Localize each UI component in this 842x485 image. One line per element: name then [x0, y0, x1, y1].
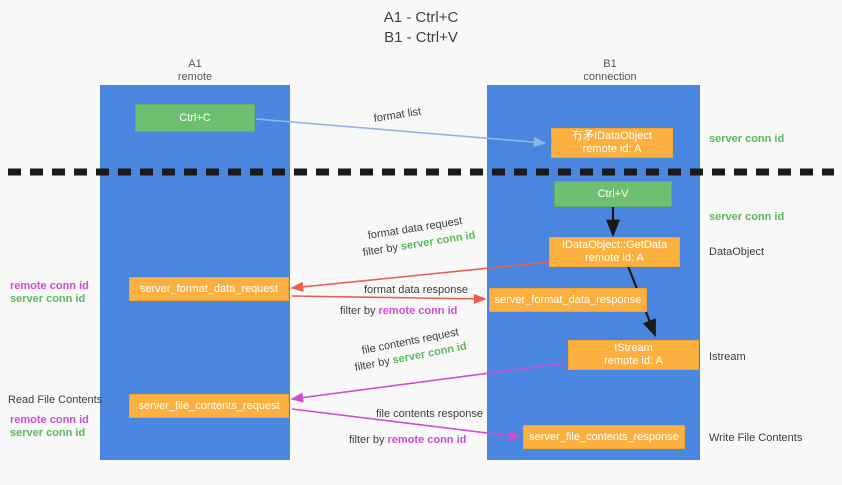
title-line-2: B1 - Ctrl+V	[384, 29, 458, 46]
column-header-b1-sub: connection	[583, 71, 637, 83]
right-label-server-conn-id-mid: server conn id	[709, 211, 785, 223]
box-ctrl-v-label: Ctrl+V	[597, 187, 629, 200]
column-header-a1-sub: remote	[177, 71, 213, 83]
column-header-a1-name: A1	[188, 58, 202, 70]
column-header-b1: B1 connection	[550, 58, 670, 84]
box-server-format-data-response[interactable]: server_format_data_response	[489, 288, 647, 312]
left-label-server-conn-id-2: server conn id	[10, 427, 86, 439]
box-ctrl-c[interactable]: Ctrl+C	[135, 104, 255, 132]
box-istream-line2: remote id: A	[604, 355, 663, 367]
box-idataobject-getdata[interactable]: IDataObject::GetData remote id: A	[549, 237, 680, 267]
filter-by-prefix: filter by	[353, 354, 394, 374]
box-register-idataobject-line2: remote id: A	[582, 143, 642, 155]
box-server-format-data-request[interactable]: server_format_data_request	[129, 277, 289, 301]
arrow-label-format-data-response: format data response	[364, 284, 468, 296]
arrow-label-format-list: format list	[372, 105, 422, 125]
title-line-1: A1 - Ctrl+C	[383, 9, 459, 26]
right-label-server-conn-id-top: server conn id	[709, 133, 785, 145]
filter-by-prefix: filter by	[340, 305, 379, 317]
box-server-file-contents-response[interactable]: server_file_contents_response	[523, 425, 685, 449]
box-register-idataobject-line1: 冇⽭IDataObject	[571, 130, 653, 142]
left-label-read-file-contents: Read File Contents	[8, 394, 103, 406]
box-idataobject-getdata-line2: remote id: A	[585, 252, 644, 264]
arrow-label-format-data-response-filter: filter by remote conn id	[340, 304, 457, 319]
column-header-a1: A1 remote	[135, 58, 255, 84]
column-header-b1-name: B1	[603, 58, 617, 70]
box-server-file-contents-request[interactable]: server_file_contents_request	[129, 394, 289, 418]
box-register-idataobject[interactable]: 冇⽭IDataObject remote id: A	[551, 128, 673, 158]
right-label-istream: Istream	[709, 351, 746, 363]
box-server-format-data-request-label: server_format_data_request	[139, 282, 279, 295]
box-idataobject-getdata-line1: IDataObject::GetData	[561, 239, 668, 251]
filter-value-remote-conn-id: remote conn id	[378, 305, 458, 317]
left-label-remote-conn-id-1: remote conn id	[10, 280, 89, 292]
box-server-format-data-response-label: server_format_data_response	[494, 293, 642, 306]
box-istream[interactable]: IStream remote id: A	[568, 340, 699, 370]
filter-value-remote-conn-id: remote conn id	[387, 434, 467, 446]
box-istream-line1: IStream	[614, 342, 653, 354]
box-server-file-contents-request-label: server_file_contents_request	[138, 399, 280, 412]
right-label-dataobject: DataObject	[709, 246, 765, 258]
arrow-label-file-contents-response: file contents response	[376, 408, 484, 420]
filter-by-prefix: filter by	[349, 434, 388, 446]
arrow-label-file-contents-response-filter: filter by remote conn id	[349, 433, 466, 448]
filter-by-prefix: filter by	[361, 241, 402, 259]
left-label-remote-conn-id-2: remote conn id	[10, 414, 89, 426]
box-ctrl-c-label: Ctrl+C	[179, 111, 211, 124]
page-title: A1 - Ctrl+C B1 - Ctrl+V	[0, 8, 842, 48]
box-ctrl-v[interactable]: Ctrl+V	[554, 181, 672, 207]
right-label-write-file-contents: Write File Contents	[709, 432, 803, 444]
box-server-file-contents-response-label: server_file_contents_response	[529, 430, 679, 443]
left-label-server-conn-id-1: server conn id	[10, 293, 86, 305]
